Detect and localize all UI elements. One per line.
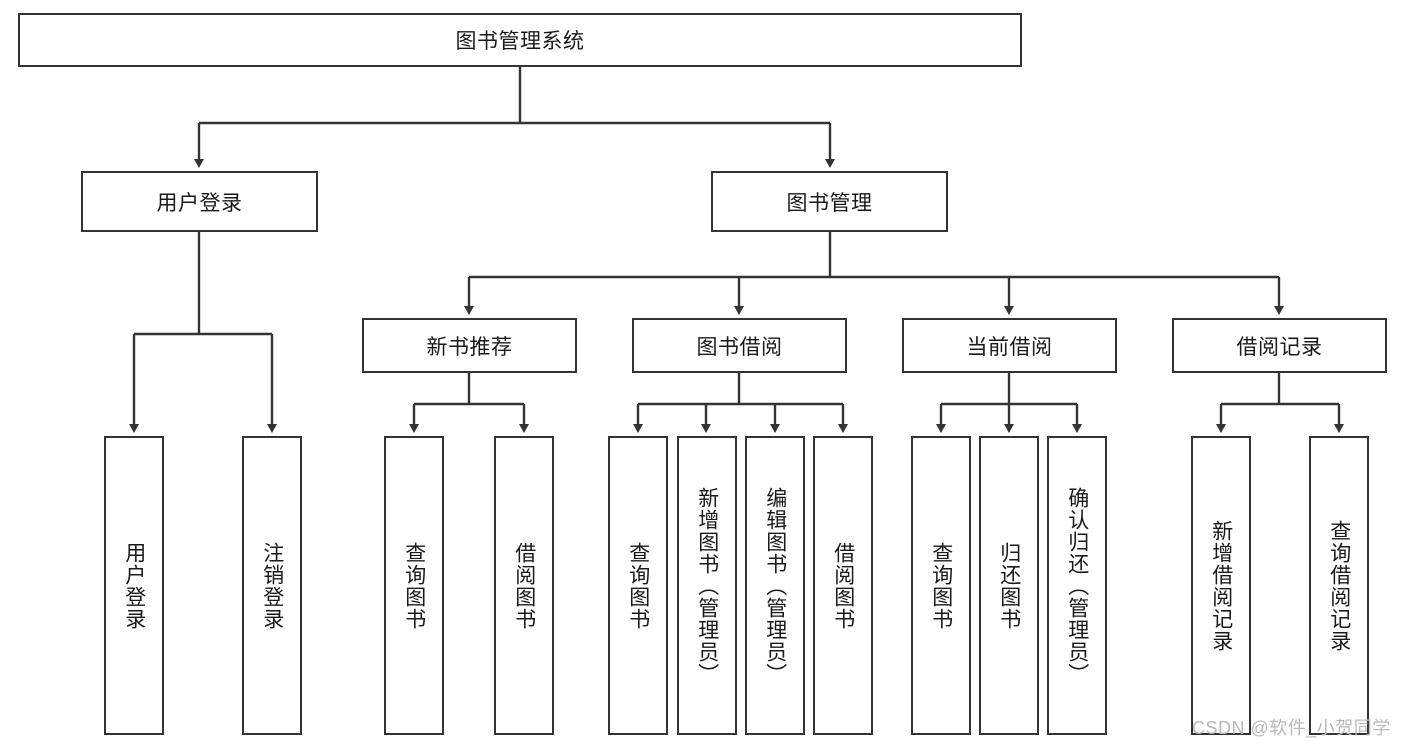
node-current-borrow[interactable]: 当前借阅 [902, 318, 1117, 373]
node-label: 图书管理 [786, 191, 873, 215]
node-label: 用户登录 [156, 191, 243, 215]
node-label: 用户登录 [122, 541, 146, 630]
node-label: 注销登录 [260, 541, 284, 630]
node-root-book-management-system[interactable]: 图书管理系统 [18, 13, 1022, 67]
node-label: 图书管理系统 [455, 30, 585, 53]
node-label: 图书借阅 [696, 335, 783, 359]
node-label: 归还图书 [997, 541, 1021, 630]
node-user-login[interactable]: 用户登录 [81, 171, 318, 232]
leaf-edit-book-admin[interactable]: 编辑图书（管理员） [745, 436, 805, 735]
node-label: 查询图书 [929, 541, 953, 630]
leaf-borrow-book[interactable]: 借阅图书 [813, 436, 873, 735]
leaf-borrow-book-recommend[interactable]: 借阅图书 [494, 436, 554, 735]
csdn-watermark: CSDN @软件_小贺同学 [1192, 718, 1391, 738]
leaf-query-book-borrow[interactable]: 查询图书 [608, 436, 668, 735]
node-book-borrow[interactable]: 图书借阅 [632, 318, 847, 373]
leaf-add-book-admin[interactable]: 新增图书（管理员） [677, 436, 737, 735]
leaf-confirm-return-admin[interactable]: 确认归还（管理员） [1047, 436, 1107, 735]
node-book-management[interactable]: 图书管理 [711, 171, 948, 232]
node-label: 编辑图书（管理员） [763, 486, 787, 685]
leaf-query-book-current[interactable]: 查询图书 [911, 436, 971, 735]
leaf-query-book-recommend[interactable]: 查询图书 [384, 436, 444, 735]
node-label: 新增借阅记录 [1209, 519, 1233, 652]
node-label: 新增图书（管理员） [695, 486, 719, 685]
node-new-book-recommend[interactable]: 新书推荐 [362, 318, 577, 373]
node-label: 借阅图书 [512, 541, 536, 630]
node-label: 查询图书 [626, 541, 650, 630]
leaf-return-book[interactable]: 归还图书 [979, 436, 1039, 735]
leaf-add-borrow-record[interactable]: 新增借阅记录 [1191, 436, 1251, 735]
node-label: 查询图书 [402, 541, 426, 630]
node-label: 查询借阅记录 [1327, 519, 1351, 652]
node-label: 借阅图书 [831, 541, 855, 630]
leaf-logout[interactable]: 注销登录 [242, 436, 302, 735]
node-label: 新书推荐 [426, 335, 513, 359]
node-label: 借阅记录 [1236, 335, 1323, 359]
node-label: 确认归还（管理员） [1065, 486, 1089, 685]
node-label: 当前借阅 [966, 335, 1053, 359]
leaf-user-login[interactable]: 用户登录 [104, 436, 164, 735]
leaf-query-borrow-record[interactable]: 查询借阅记录 [1309, 436, 1369, 735]
node-borrow-record[interactable]: 借阅记录 [1172, 318, 1387, 373]
